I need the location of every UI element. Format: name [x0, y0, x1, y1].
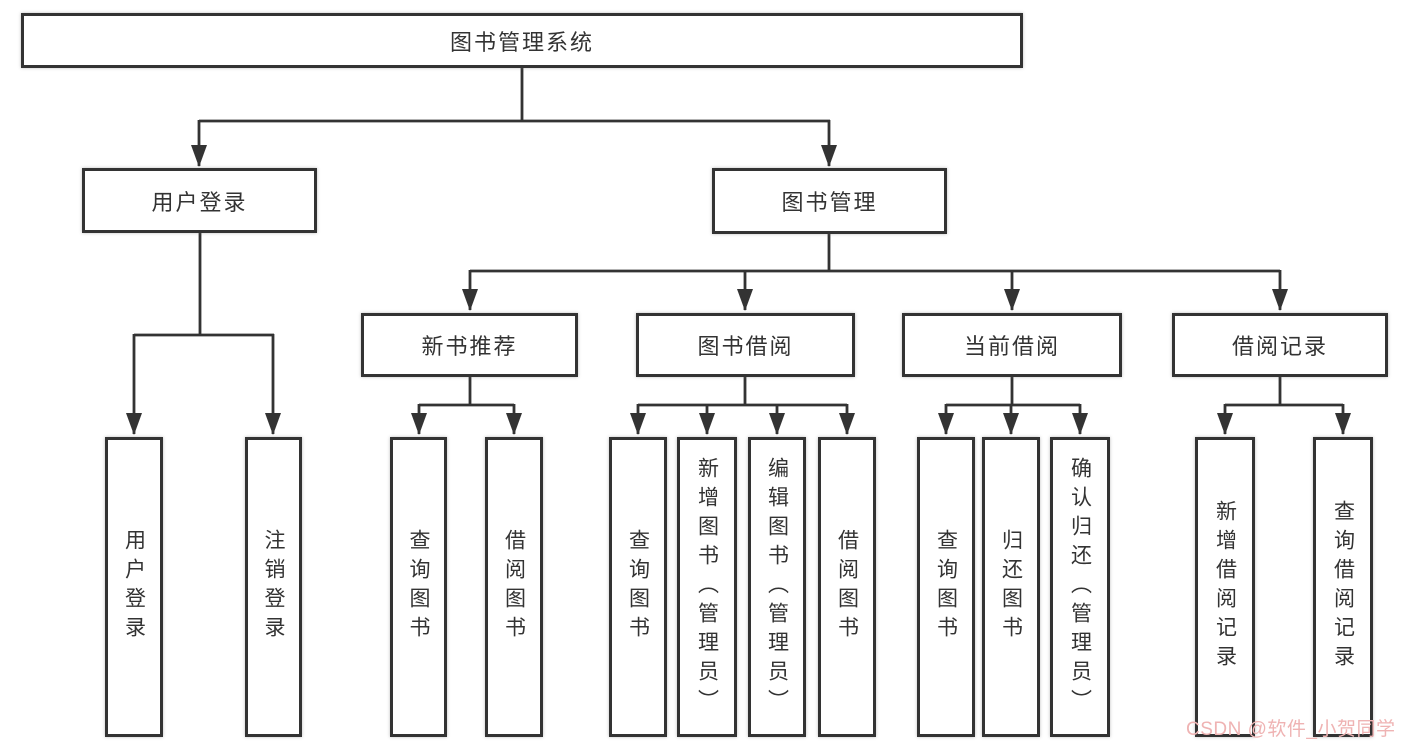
node-label: 用户登录	[151, 189, 248, 215]
node-label: 借阅记录	[1231, 334, 1328, 359]
leaf-user-login: 用户登录	[105, 437, 163, 737]
leaf-label: 新增借阅记录	[1213, 500, 1237, 674]
leaf-label: 借阅图书	[502, 529, 526, 645]
node-label: 图书借阅	[697, 334, 794, 359]
node-book-borrowing: 图书借阅	[636, 313, 855, 377]
leaf-label: 编辑图书（管理员）	[765, 456, 789, 718]
csdn-watermark: CSDN @软件_小贺同学	[1186, 719, 1396, 740]
leaf-query-books: 查询图书	[390, 437, 447, 737]
leaf-query-books: 查询图书	[917, 437, 975, 737]
node-label: 当前借阅	[963, 334, 1060, 359]
leaf-label: 查询图书	[626, 529, 650, 645]
leaf-label: 确认归还（管理员）	[1068, 456, 1092, 718]
leaf-add-borrow-record: 新增借阅记录	[1195, 437, 1255, 737]
leaf-logout: 注销登录	[245, 437, 302, 737]
leaf-label: 查询图书	[407, 529, 430, 645]
leaf-confirm-return-admin: 确认归还（管理员）	[1050, 437, 1110, 737]
node-label: 图书管理系统	[449, 29, 594, 55]
leaf-borrow-books: 借阅图书	[818, 437, 876, 737]
leaf-edit-books-admin: 编辑图书（管理员）	[748, 437, 806, 737]
leaf-label: 查询借阅记录	[1331, 500, 1355, 674]
leaf-label: 用户登录	[122, 529, 146, 645]
leaf-label: 查询图书	[934, 529, 958, 645]
leaf-query-borrow-record: 查询借阅记录	[1313, 437, 1373, 737]
leaf-borrow-books: 借阅图书	[485, 437, 543, 737]
leaf-label: 借阅图书	[835, 529, 859, 645]
leaf-label: 新增图书（管理员）	[695, 456, 719, 718]
leaf-add-books-admin: 新增图书（管理员）	[677, 437, 737, 737]
node-system-root: 图书管理系统	[21, 13, 1023, 68]
node-user-login: 用户登录	[82, 168, 317, 233]
node-borrow-records: 借阅记录	[1172, 313, 1388, 377]
leaf-label: 归还图书	[999, 529, 1023, 645]
node-label: 图书管理	[781, 190, 878, 215]
node-book-management: 图书管理	[712, 168, 947, 234]
leaf-return-books: 归还图书	[982, 437, 1040, 737]
leaf-query-books: 查询图书	[609, 437, 667, 737]
node-label: 新书推荐	[421, 334, 518, 359]
node-current-borrowing: 当前借阅	[902, 313, 1122, 377]
leaf-label: 注销登录	[262, 529, 285, 645]
node-new-book-recommend: 新书推荐	[361, 313, 578, 377]
